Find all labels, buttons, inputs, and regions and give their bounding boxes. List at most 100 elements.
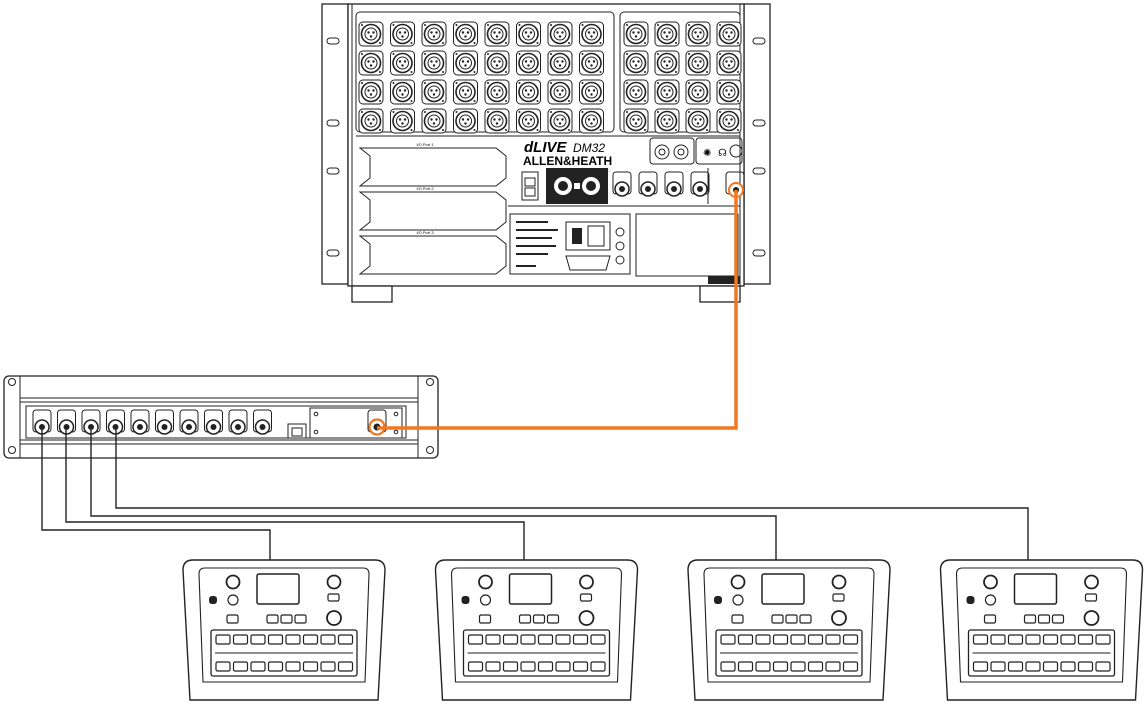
xlr-input-4 bbox=[453, 21, 478, 47]
io-port-label-2: I/O Port 2 bbox=[416, 186, 434, 191]
right-rack-ear bbox=[743, 3, 771, 285]
spec-text-lines bbox=[516, 221, 558, 267]
cable-remote-4 bbox=[115, 430, 1029, 560]
encoder-knob-icon bbox=[326, 610, 342, 626]
cable-remote-1 bbox=[41, 430, 271, 560]
cable-remote-2 bbox=[65, 430, 525, 560]
xlr-output-7 bbox=[685, 50, 711, 76]
xlr-input-10 bbox=[390, 50, 415, 76]
iec-socket bbox=[565, 221, 611, 251]
expander-front-panel bbox=[25, 405, 407, 439]
xlr-output-4 bbox=[716, 21, 742, 47]
io-port-slot-3 bbox=[358, 235, 507, 275]
expander-ports bbox=[32, 409, 272, 435]
expander-port-7 bbox=[179, 409, 199, 435]
xlr-output-grid bbox=[623, 21, 742, 134]
xlr-input-2 bbox=[390, 21, 415, 47]
xlr-input-28 bbox=[453, 108, 478, 134]
mic-icon bbox=[461, 596, 470, 604]
remote-unit-3 bbox=[687, 559, 891, 701]
xlr-output-5 bbox=[623, 50, 649, 76]
xlr-input-12 bbox=[453, 50, 478, 76]
xlr-input-3 bbox=[421, 21, 447, 47]
xlr-input-30 bbox=[516, 108, 541, 134]
cable-remote-3 bbox=[90, 430, 777, 560]
rack-foot-left bbox=[351, 285, 393, 303]
gain-knob-icon bbox=[225, 574, 241, 590]
ethercon-ports bbox=[612, 171, 710, 197]
xlr-input-24 bbox=[579, 79, 604, 105]
xlr-input-19 bbox=[421, 79, 447, 105]
mic-icon bbox=[966, 596, 975, 604]
headphone-icon: ☊ bbox=[718, 148, 727, 159]
gain-knob-icon bbox=[730, 574, 746, 590]
xlr-input-25 bbox=[358, 108, 384, 134]
word-clock-connector bbox=[654, 144, 670, 160]
io-port-slots: I/O Port 1 I/O Port 2 I/O Port 3 bbox=[358, 142, 507, 275]
expander-network-port bbox=[287, 423, 307, 439]
input-panel bbox=[355, 11, 615, 133]
gain-knob-icon bbox=[983, 574, 998, 590]
xlr-output-1 bbox=[623, 21, 649, 47]
expander-port-8 bbox=[204, 409, 223, 435]
xlr-input-7 bbox=[547, 21, 573, 47]
io-port-slot-1 bbox=[358, 147, 507, 187]
xlr-input-29 bbox=[484, 108, 510, 134]
level-knob-icon bbox=[579, 574, 594, 590]
remote-unit-1 bbox=[182, 559, 386, 701]
xlr-input-6 bbox=[516, 21, 541, 47]
link-cable-orange bbox=[377, 190, 738, 430]
dx-expander bbox=[3, 375, 439, 459]
expander-port-4 bbox=[106, 409, 125, 435]
xlr-input-23 bbox=[547, 79, 573, 105]
xlr-input-20 bbox=[453, 79, 478, 105]
xlr-output-8 bbox=[716, 50, 742, 76]
xlr-output-10 bbox=[654, 79, 680, 105]
gain-knob-icon bbox=[478, 574, 493, 590]
xlr-output-13 bbox=[623, 108, 649, 134]
expander-port-5 bbox=[130, 409, 150, 435]
select-button-icon bbox=[227, 594, 239, 606]
xlr-output-14 bbox=[654, 108, 680, 134]
level-knob-icon bbox=[326, 574, 342, 590]
xlr-output-2 bbox=[654, 21, 680, 47]
xlr-input-26 bbox=[390, 108, 415, 134]
dlive-logo: dLIVE bbox=[524, 139, 567, 156]
xlr-input-9 bbox=[358, 50, 384, 76]
xlr-output-16 bbox=[716, 108, 742, 134]
expander-port-2 bbox=[57, 409, 76, 435]
xlr-input-grid bbox=[358, 21, 604, 134]
xlr-input-16 bbox=[579, 50, 604, 76]
level-knob-icon bbox=[831, 574, 847, 590]
xlr-output-11 bbox=[685, 79, 711, 105]
maker-label: ALLEN&HEATH bbox=[523, 154, 612, 168]
sun-icon: ✺ bbox=[703, 148, 711, 159]
warning-label bbox=[565, 255, 611, 271]
xlr-output-9 bbox=[623, 79, 649, 105]
xlr-output-3 bbox=[685, 21, 711, 47]
select-button-icon bbox=[732, 594, 744, 606]
xlr-output-6 bbox=[654, 50, 680, 76]
power-button-icon bbox=[729, 144, 743, 158]
mixrack-dm32: I/O Port 1 I/O Port 2 I/O Port 3 dLIVE D… bbox=[321, 3, 771, 303]
expander-port-10 bbox=[253, 409, 272, 435]
power-supply bbox=[509, 213, 631, 275]
xlr-input-1 bbox=[358, 21, 384, 47]
remote-cables bbox=[41, 430, 1029, 560]
ethercon-port-1 bbox=[612, 171, 632, 197]
remote-units bbox=[182, 559, 1144, 701]
xlr-input-27 bbox=[421, 108, 447, 134]
encoder-knob-icon bbox=[1083, 610, 1100, 626]
mic-icon bbox=[209, 596, 217, 604]
xlr-input-31 bbox=[547, 108, 573, 134]
encoder-knob-icon bbox=[831, 610, 847, 626]
model-label: DM32 bbox=[573, 141, 605, 155]
network-port bbox=[521, 171, 539, 201]
select-button-icon bbox=[984, 594, 997, 606]
xlr-input-15 bbox=[547, 50, 573, 76]
left-rack-ear bbox=[321, 3, 349, 285]
xlr-input-32 bbox=[579, 108, 604, 134]
select-button-icon bbox=[479, 594, 492, 606]
io-port-label-3: I/O Port 3 bbox=[416, 230, 434, 235]
